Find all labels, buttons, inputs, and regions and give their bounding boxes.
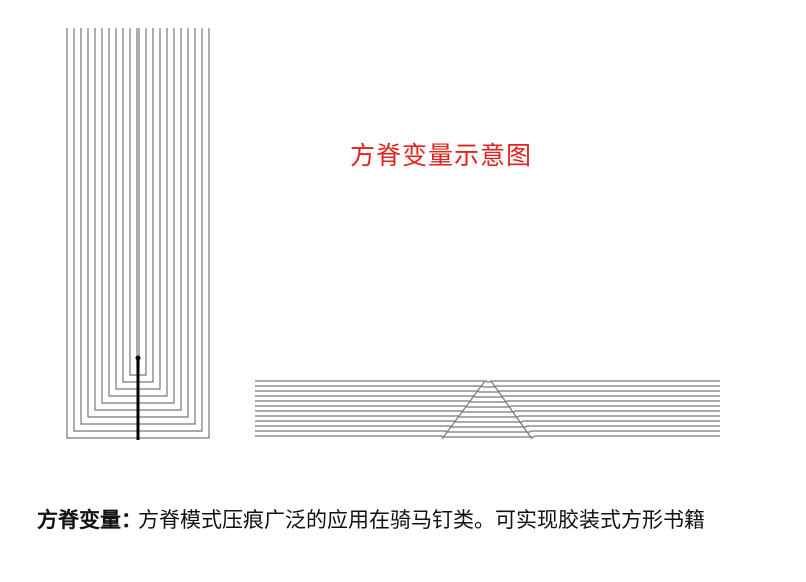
flat-sheet	[255, 405, 720, 408]
flat-sheet	[255, 430, 720, 433]
flat-sheet-stack	[255, 380, 720, 440]
flat-sheet	[255, 395, 720, 398]
crease-outline	[441, 380, 533, 440]
flat-sheet	[255, 390, 720, 393]
folded-sheet	[122, 28, 154, 383]
flat-sheet	[255, 435, 720, 438]
folded-sheet	[136, 28, 140, 369]
flat-sheet	[255, 420, 720, 423]
caption-label: 方脊变量：	[37, 508, 142, 532]
flat-sheet	[255, 400, 720, 403]
flat-sheet	[255, 410, 720, 413]
folded-sheet	[101, 28, 175, 404]
flat-sheet	[255, 415, 720, 418]
folded-sheet	[129, 28, 147, 376]
flat-sheet	[255, 425, 720, 428]
folded-sheet	[94, 28, 182, 411]
caption: 方脊变量： 方脊模式压痕广泛的应用在骑马钉类。可实现胶装式方形书籍	[37, 505, 778, 536]
diagram-title: 方脊变量示意图	[350, 141, 533, 170]
flat-sheet	[255, 380, 720, 383]
stitch-dot	[135, 355, 141, 361]
folded-sheet	[108, 28, 168, 397]
flat-sheet	[255, 385, 720, 388]
caption-text: 方脊模式压痕广泛的应用在骑马钉类。可实现胶装式方形书籍	[138, 508, 705, 532]
